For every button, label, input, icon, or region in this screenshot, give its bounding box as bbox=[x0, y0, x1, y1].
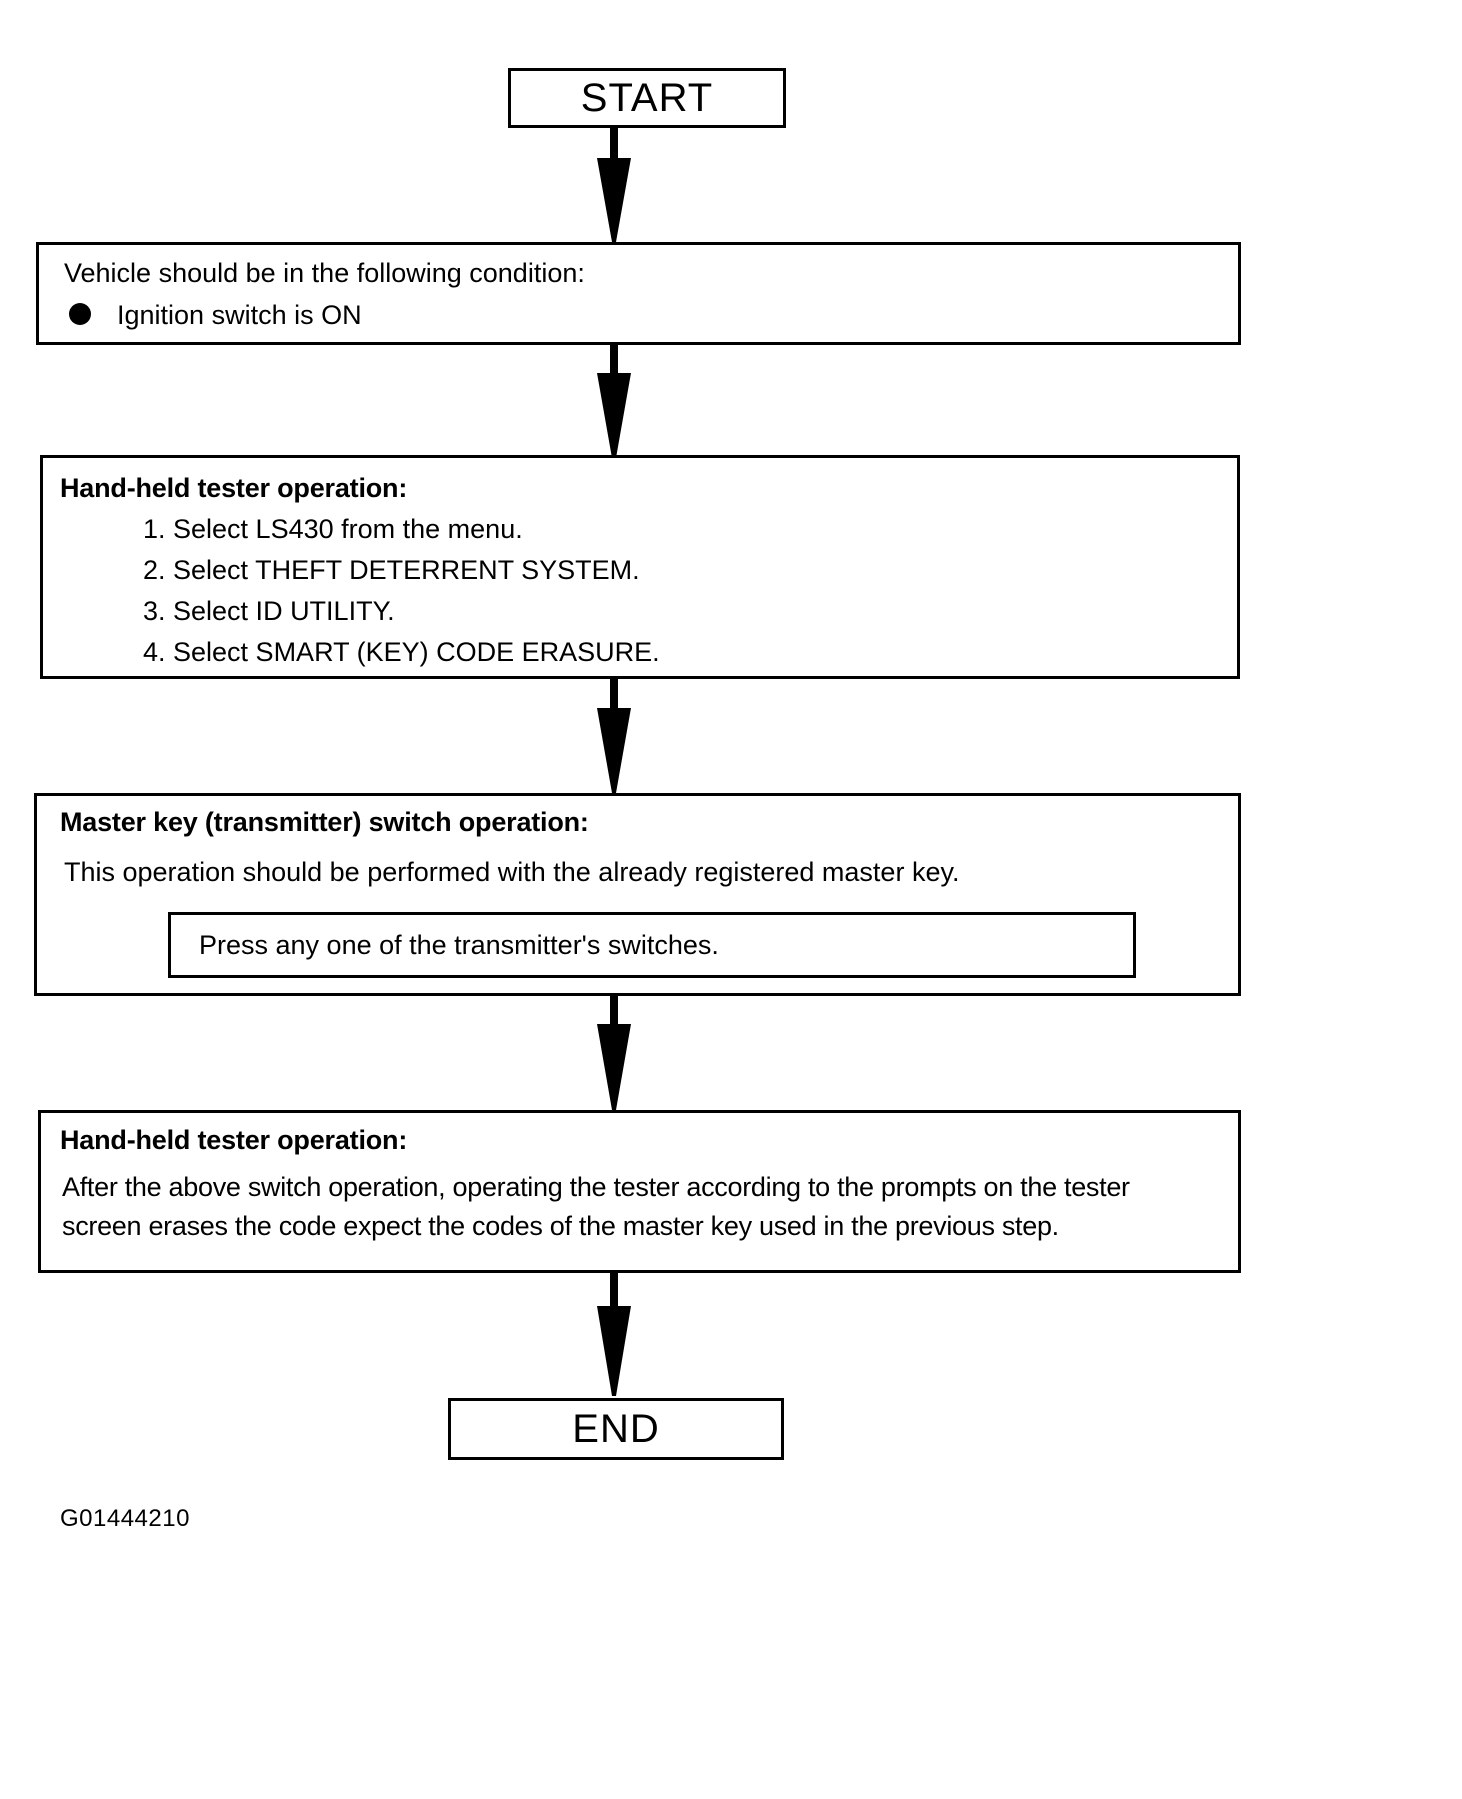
tester2-title: Hand-held tester operation: bbox=[60, 1125, 408, 1155]
tester1-step-2: 3. Select ID UTILITY. bbox=[143, 596, 395, 626]
tester2-body-line-2: screen erases the code expect the codes … bbox=[62, 1211, 1059, 1241]
end-terminal: END bbox=[448, 1398, 784, 1460]
tester1-step-0: 1. Select LS430 from the menu. bbox=[143, 514, 523, 544]
tester1-step-1: 2. Select THEFT DETERRENT SYSTEM. bbox=[143, 555, 640, 585]
tester1-step-3: 4. Select SMART (KEY) CODE ERASURE. bbox=[143, 637, 660, 667]
arrow-start-to-condition bbox=[597, 128, 631, 242]
condition-box bbox=[36, 242, 1241, 345]
condition-bullet-0: Ignition switch is ON bbox=[117, 300, 362, 330]
figure-id-label: G01444210 bbox=[60, 1505, 190, 1532]
press-transmitter-inner-box: Press any one of the transmitter's switc… bbox=[168, 912, 1136, 978]
arrow-condition-to-tester1 bbox=[597, 345, 631, 458]
master-key-title: Master key (transmitter) switch operatio… bbox=[60, 807, 589, 837]
condition-heading: Vehicle should be in the following condi… bbox=[64, 258, 585, 288]
tester1-title: Hand-held tester operation: bbox=[60, 473, 408, 503]
bullet-icon bbox=[69, 303, 91, 325]
tester-operation-box-1 bbox=[40, 455, 1240, 679]
master-key-body: This operation should be performed with … bbox=[64, 857, 960, 887]
arrow-tester1-to-masterkey bbox=[597, 679, 631, 793]
start-label: START bbox=[580, 76, 714, 120]
tester-operation-box-2 bbox=[38, 1110, 1241, 1273]
tester2-body-line-1: After the above switch operation, operat… bbox=[62, 1172, 1130, 1202]
start-terminal: START bbox=[508, 68, 786, 128]
arrow-tester2-to-end bbox=[597, 1273, 631, 1396]
press-transmitter-label: Press any one of the transmitter's switc… bbox=[199, 929, 719, 960]
end-label: END bbox=[572, 1407, 660, 1451]
arrow-masterkey-to-tester2 bbox=[597, 996, 631, 1110]
